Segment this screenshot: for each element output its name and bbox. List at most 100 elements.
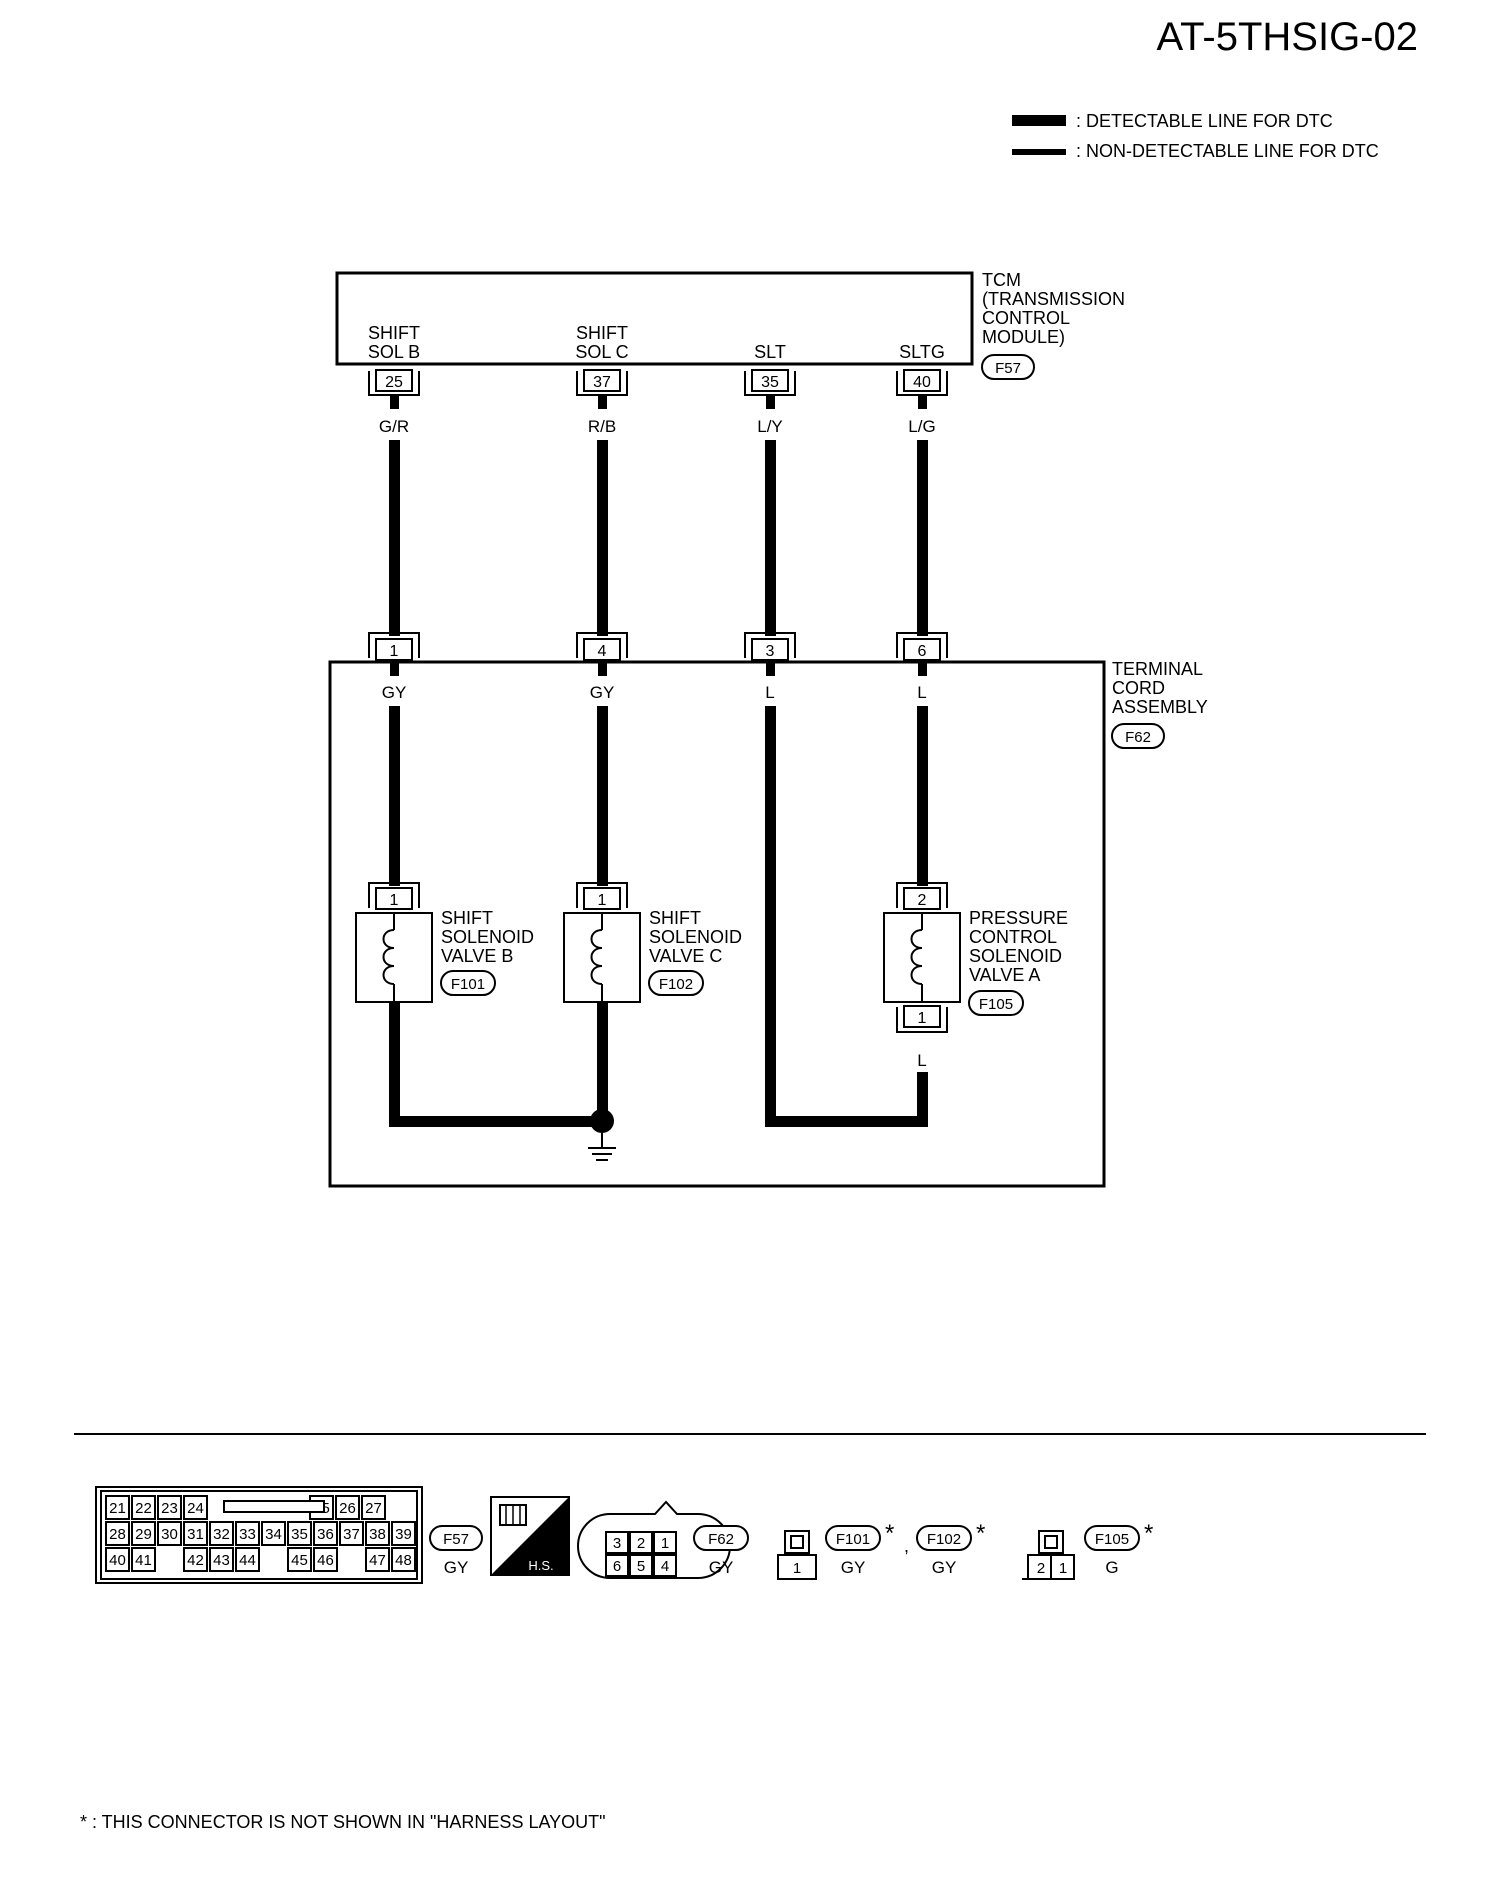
svg-text:VALVE B: VALVE B xyxy=(441,946,513,966)
f57-pin-cell xyxy=(313,1521,338,1546)
f57-pin-cell xyxy=(157,1521,182,1546)
wire-gy-c xyxy=(597,706,608,886)
detectable-wires xyxy=(389,440,928,636)
svg-text:F102: F102 xyxy=(659,976,693,993)
terminal-cord-label-3: ASSEMBLY xyxy=(1112,697,1208,717)
f57-pin-label: 30 xyxy=(161,1526,178,1543)
page-title: AT-5THSIG-02 xyxy=(1156,15,1418,59)
f57-pin-label: 41 xyxy=(135,1552,152,1569)
svg-text:SHIFT: SHIFT xyxy=(649,908,701,928)
coil-icon xyxy=(382,929,395,985)
star-f102: * xyxy=(976,1520,985,1547)
ground-symbol xyxy=(588,1109,616,1161)
wire-color-l-2: L xyxy=(917,683,926,702)
f57-pin-label: 48 xyxy=(395,1552,412,1569)
f57-pin-cell xyxy=(131,1521,156,1546)
f57-pin-label: 28 xyxy=(109,1526,126,1543)
terminal-cord-assembly: TERMINAL CORD ASSEMBLY F62 xyxy=(328,659,1208,1188)
svg-text:F105: F105 xyxy=(1095,1531,1129,1548)
tcm-pins: 25 37 35 40 G/R R/B L/Y L/G xyxy=(368,369,948,436)
connector-badge-f57 xyxy=(981,354,1035,380)
f57-pin-cell xyxy=(131,1547,156,1572)
f57-pin-cell xyxy=(339,1521,364,1546)
tcm-pin-name-shift-sol-c-2: SOL C xyxy=(575,342,628,362)
connector-badge-f105 xyxy=(968,990,1024,1016)
solenoid-a-top-pin: 2 xyxy=(918,892,927,909)
connector-badge-f101 xyxy=(440,970,496,996)
f57-pin-cell xyxy=(365,1521,390,1546)
wire-l-y xyxy=(765,440,776,636)
f57-pin-cell xyxy=(209,1521,234,1546)
connector-badge-f105-view xyxy=(1084,1525,1140,1551)
f57-pin-label: 22 xyxy=(135,1500,152,1517)
svg-text:4: 4 xyxy=(598,643,607,660)
svg-text:F102: F102 xyxy=(927,1531,961,1548)
svg-text:VALVE A: VALVE A xyxy=(969,965,1040,985)
connector-views: 2122232425262728293031323334353637383940… xyxy=(95,1486,1153,1584)
f62-connector-face: 3 2 1 6 5 4 F62 GY xyxy=(577,1500,749,1579)
f57-pin-label: 42 xyxy=(187,1552,204,1569)
f57-pin-cell xyxy=(313,1547,338,1572)
connector-badge-f102 xyxy=(648,970,704,996)
f57-pin-cell xyxy=(235,1521,260,1546)
svg-text:,: , xyxy=(904,1536,909,1556)
terminal-cord-label-2: CORD xyxy=(1112,678,1165,698)
f57-pin-cell xyxy=(287,1547,312,1572)
wire-color-g-r: G/R xyxy=(379,417,409,436)
f62-pin-1: 1 xyxy=(368,632,420,661)
tcm-pin-name-shift-sol-b-1: SHIFT xyxy=(368,323,420,343)
solenoid-a-bottom-pin: 1 xyxy=(918,1010,927,1027)
svg-text:SHIFT: SHIFT xyxy=(441,908,493,928)
f57-pin-cell xyxy=(183,1547,208,1572)
tcm-pin-35: 35 xyxy=(744,369,796,396)
f57-pin-label: 29 xyxy=(135,1526,152,1543)
wire-l-sltg xyxy=(917,706,928,886)
f62-pin-3: 3 xyxy=(744,632,796,661)
tcm-pin-25: 25 xyxy=(368,369,420,396)
f57-pin-label: 21 xyxy=(109,1500,126,1517)
svg-text:F101: F101 xyxy=(451,976,485,993)
shift-solenoid-valve-b: 1 SHIFT SOLENOID VALVE B F101 xyxy=(355,872,534,1003)
wire-color-l-3: L xyxy=(917,1051,926,1070)
f57-pin-label: 27 xyxy=(365,1500,382,1517)
shift-solenoid-valve-c: 1 SHIFT SOLENOID VALVE C F102 xyxy=(563,872,742,1003)
tcm-pin-40: 40 xyxy=(896,369,948,396)
pressure-control-solenoid-valve-a: 2 1 L PRESSURE CONTROL SOLENOID VALVE A … xyxy=(883,872,1068,1070)
svg-text:25: 25 xyxy=(385,374,403,391)
f57-pin-label: 23 xyxy=(161,1500,178,1517)
connector-badge-f101-view xyxy=(825,1525,881,1551)
f57-pin-label: 45 xyxy=(291,1552,308,1569)
svg-text:SOLENOID: SOLENOID xyxy=(441,927,534,947)
svg-text:F62: F62 xyxy=(708,1531,734,1548)
f57-pin-cell xyxy=(235,1547,260,1572)
f57-pin-cell xyxy=(183,1521,208,1546)
f57-pin-label: 35 xyxy=(291,1526,308,1543)
tcm-label-line-1: TCM xyxy=(982,270,1021,290)
f57-pin-cell xyxy=(361,1495,386,1520)
tcm-label-line-4: MODULE) xyxy=(982,327,1065,347)
svg-text:5: 5 xyxy=(637,1558,645,1575)
f57-pin-label: 38 xyxy=(369,1526,386,1543)
svg-text:F101: F101 xyxy=(836,1531,870,1548)
connector-badge-f62 xyxy=(1111,723,1165,749)
solenoid-c-pin: 1 xyxy=(598,892,607,909)
wire-r-b xyxy=(597,440,608,636)
footnote: * : THIS CONNECTOR IS NOT SHOWN IN "HARN… xyxy=(80,1812,606,1832)
f57-pin-label: 26 xyxy=(339,1500,356,1517)
wire-color-l-y: L/Y xyxy=(757,417,783,436)
svg-text:PRESSURE: PRESSURE xyxy=(969,908,1068,928)
wire-color-l-g: L/G xyxy=(908,417,935,436)
tcm-pin-name-shift-sol-c-1: SHIFT xyxy=(576,323,628,343)
svg-text:GY: GY xyxy=(444,1558,469,1577)
f57-pin-label: 40 xyxy=(109,1552,126,1569)
f57-pin-label: 24 xyxy=(187,1500,204,1517)
svg-text:F57: F57 xyxy=(443,1531,469,1548)
internal-wires xyxy=(389,706,928,1127)
wire-g-r xyxy=(389,440,400,636)
svg-text:3: 3 xyxy=(766,643,775,660)
svg-text:SOLENOID: SOLENOID xyxy=(649,927,742,947)
svg-text:37: 37 xyxy=(593,374,611,391)
f57-pin-cell xyxy=(105,1547,130,1572)
svg-text:40: 40 xyxy=(913,374,931,391)
